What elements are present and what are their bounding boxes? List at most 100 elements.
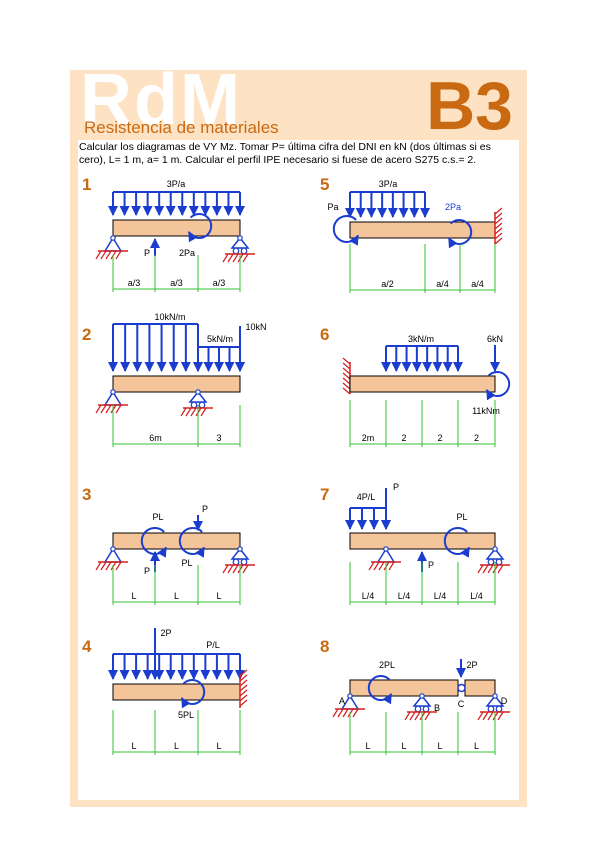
p3-point-label-bottom: P	[144, 566, 150, 576]
p6-moment	[485, 371, 511, 401]
subtitle: Resistencia de materiales	[84, 118, 279, 137]
wall-hatch	[342, 382, 351, 390]
ground-hatch	[185, 407, 192, 417]
p4-beam	[112, 683, 241, 701]
ground-hatch	[414, 711, 421, 721]
ground-hatch	[404, 711, 411, 721]
span-label: L	[437, 741, 442, 751]
ground-hatch	[487, 564, 494, 574]
span-label: a/3	[213, 278, 226, 288]
p3-moment-label-right: PL	[181, 558, 192, 568]
ground-hatch	[373, 561, 380, 571]
p5-beam	[349, 221, 496, 239]
span-label: 2	[474, 433, 479, 443]
ground-hatch	[100, 561, 107, 571]
support-triangle	[230, 236, 250, 249]
p4-moment-label: 5PL	[178, 710, 194, 720]
p7-beam	[349, 532, 496, 550]
span-label: 6m	[149, 433, 162, 443]
wall-hatch	[239, 669, 248, 677]
watermark: RdM	[80, 60, 242, 140]
ground-hatch	[482, 711, 489, 721]
p3-beam	[112, 532, 241, 550]
p4-load-label: P/L	[206, 640, 220, 650]
ground-hatch	[115, 250, 122, 260]
ground-hatch	[200, 407, 207, 417]
ground-hatch	[482, 564, 489, 574]
ground-hatch	[232, 564, 239, 574]
ground-hatch	[227, 253, 234, 263]
wall-hatch	[342, 362, 351, 370]
p8-support-B	[404, 693, 437, 721]
span-label: a/2	[381, 279, 394, 289]
roller-wheel	[240, 247, 248, 255]
problem-number: 4	[82, 637, 92, 656]
wall-hatch	[494, 232, 503, 240]
support-pin	[237, 546, 243, 552]
wall-hatch	[342, 387, 351, 395]
span-label: L/4	[470, 591, 483, 601]
ground-hatch	[105, 404, 112, 414]
roller-wheel	[487, 705, 495, 713]
support-pin	[110, 235, 116, 241]
problem-number: 6	[320, 325, 329, 344]
p2-load-label-left: 10kN/m	[154, 312, 185, 322]
ground-hatch	[115, 404, 122, 414]
span-label: L/4	[398, 591, 411, 601]
p2-pin-support	[95, 389, 128, 414]
span-label: a/4	[436, 279, 449, 289]
header: RdM Resistencia de materiales B3	[70, 64, 527, 140]
ground-hatch	[352, 708, 359, 718]
ground-hatch	[378, 561, 385, 571]
p1-point-label: P	[144, 248, 150, 258]
ground-hatch	[242, 564, 249, 574]
ground-hatch	[95, 250, 102, 260]
wall-hatch	[494, 237, 503, 245]
p7-roller-support	[477, 546, 510, 574]
p8-moment-label: 2PL	[379, 660, 395, 670]
p6-load-label: 3kN/m	[408, 334, 434, 344]
roller-wheel	[495, 558, 503, 566]
ground-hatch	[100, 404, 107, 414]
ground-hatch	[242, 253, 249, 263]
p7-pin-support	[368, 546, 401, 571]
p1-moment	[187, 213, 213, 243]
support-triangle	[485, 694, 505, 707]
p8-label-B: B	[434, 703, 440, 713]
p2-load-label-right: 5kN/m	[207, 334, 233, 344]
p1-pin-support	[95, 235, 128, 260]
wall-hatch	[239, 689, 248, 697]
p5-wall	[494, 207, 503, 245]
ground-hatch	[105, 561, 112, 571]
support-triangle	[485, 547, 505, 560]
support-pin	[383, 546, 389, 552]
wall-hatch	[239, 674, 248, 682]
span-label: L	[365, 741, 370, 751]
p8-hinge-C	[457, 683, 466, 693]
support-triangle	[230, 547, 250, 560]
p3-pin-support	[95, 546, 128, 571]
wall-hatch	[239, 684, 248, 692]
p5-moment-label-right: 2Pa	[445, 202, 461, 212]
problem-number: 7	[320, 485, 329, 504]
support-pin	[492, 693, 498, 699]
wall-hatch	[239, 679, 248, 687]
ground-hatch	[227, 564, 234, 574]
wall-hatch	[494, 227, 503, 235]
wall-hatch	[494, 222, 503, 230]
p1-roller-support	[222, 235, 255, 263]
support-pin	[110, 546, 116, 552]
p8-beam-right	[464, 679, 496, 697]
p3-point-label-top: P	[202, 504, 208, 514]
ground-hatch	[497, 711, 504, 721]
support-pin	[195, 389, 201, 395]
problem-number: 5	[320, 175, 329, 194]
ground-hatch	[497, 564, 504, 574]
p7-moment-label: PL	[456, 512, 467, 522]
span-label: L	[474, 741, 479, 751]
ground-hatch	[222, 564, 229, 574]
p2-roller-support	[180, 389, 213, 417]
